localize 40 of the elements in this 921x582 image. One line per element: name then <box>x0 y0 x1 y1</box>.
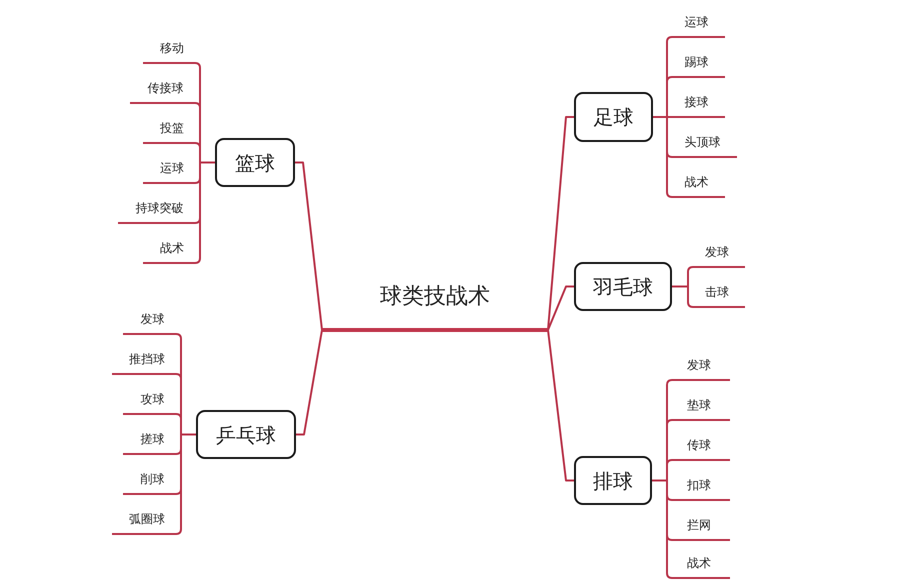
subtopic-label: 头顶球 <box>672 128 737 158</box>
connector-line <box>176 434 196 535</box>
connector-line <box>672 286 694 308</box>
topic-box: 篮球 <box>215 138 295 187</box>
subtopic-label: 攻球 <box>123 385 176 415</box>
connector-line <box>547 330 574 482</box>
subtopic-label: 击球 <box>693 278 745 308</box>
subtopic-label: 传球 <box>672 431 730 461</box>
connector-line <box>653 116 672 198</box>
subtopic-label: 移动 <box>143 34 195 64</box>
subtopic-label: 发球 <box>123 305 176 335</box>
topic-box: 羽毛球 <box>574 262 672 311</box>
subtopic-label: 踢球 <box>672 48 725 78</box>
subtopic-label: 发球 <box>672 351 730 381</box>
connector-line <box>296 330 323 436</box>
connector-line <box>547 286 574 330</box>
subtopic-label: 投篮 <box>143 114 195 144</box>
subtopic-label: 推挡球 <box>112 345 176 375</box>
subtopic-label: 持球突破 <box>118 194 195 224</box>
subtopic-label: 削球 <box>123 465 176 495</box>
subtopic-label: 战术 <box>672 549 730 579</box>
subtopic-label: 运球 <box>672 8 725 38</box>
subtopic-label: 扣球 <box>672 471 730 501</box>
subtopic-label: 运球 <box>143 154 195 184</box>
subtopic-label: 搓球 <box>123 425 176 455</box>
connector-line <box>652 480 672 579</box>
subtopic-label: 传接球 <box>130 74 195 104</box>
connector-line <box>547 116 574 330</box>
subtopic-label: 发球 <box>693 238 745 268</box>
subtopic-label: 战术 <box>672 168 725 198</box>
subtopic-label: 接球 <box>672 88 725 118</box>
connector-line <box>295 162 323 330</box>
subtopic-label: 垫球 <box>672 391 730 421</box>
subtopic-label: 战术 <box>143 234 195 264</box>
subtopic-label: 弧圈球 <box>112 505 176 535</box>
subtopic-label: 拦网 <box>672 511 730 541</box>
topic-box: 足球 <box>574 92 653 142</box>
central-topic: 球类技战术 <box>322 276 548 332</box>
topic-box: 乒乓球 <box>196 410 296 459</box>
topic-box: 排球 <box>574 456 652 505</box>
